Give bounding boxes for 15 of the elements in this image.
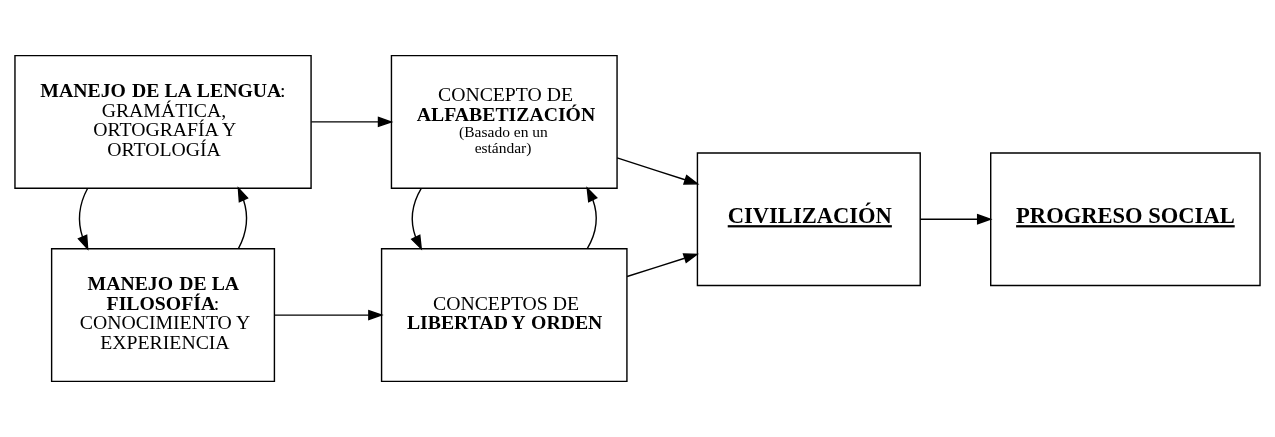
node-box: MANEJO DE LA FILOSOFÍA: CONOCIMIENTO Y EXPERIENCIA [50, 248, 276, 383]
arrow [77, 187, 89, 251]
arrow [586, 186, 598, 250]
node-box: CONCEPTOS DE LIBERTAD Y ORDEN [380, 248, 628, 383]
arrow [274, 309, 384, 321]
arrow [626, 253, 699, 278]
arrow [237, 186, 249, 250]
arrow [616, 157, 700, 185]
node-box: CIVILIZACIÓN [696, 152, 921, 287]
node-box: CONCEPTO DE ALFABETIZACIÓN (Basado en un estándar) [390, 54, 618, 189]
arrow [410, 187, 423, 251]
node-box: MANEJO DE LA LENGUA: GRAMÁTICA, ORTOGRAFÍA Y ORTOLOGÍA [14, 54, 312, 189]
node-box: PROGRESO SOCIAL [990, 152, 1261, 287]
arrow [919, 213, 993, 225]
arrow [310, 116, 394, 128]
